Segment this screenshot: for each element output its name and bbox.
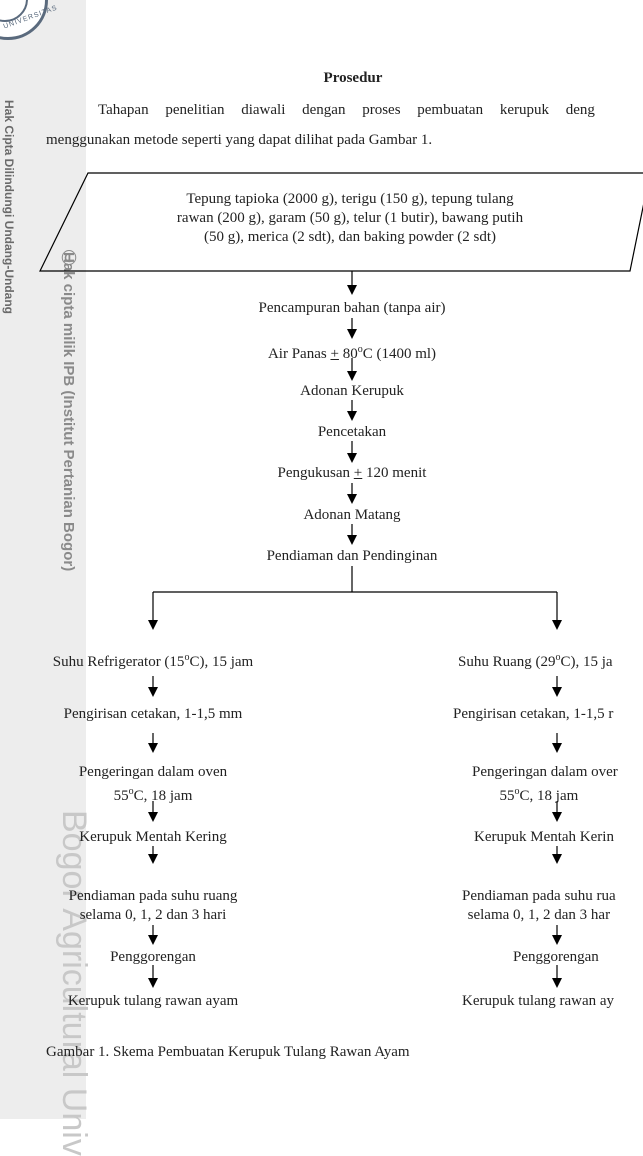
left-product: Kerupuk tulang rawan ayam — [67, 993, 239, 1009]
arrow-molding-steaming — [347, 441, 357, 463]
paragraph-line-2: menggunakan metode seperti yang dapat di… — [46, 132, 433, 148]
ingredients-line-1: Tepung tapioka (2000 g), terigu (150 g),… — [186, 191, 514, 207]
copyright-owner: Hak cipta milik IPB (Institut Pertanian … — [60, 252, 77, 572]
branch-connector — [148, 566, 562, 630]
step-molding: Pencetakan — [317, 424, 387, 440]
arrow-steaming-cooked — [347, 483, 357, 504]
copyright-icon: © — [59, 246, 79, 270]
left-resting: Pendiaman pada suhu ruang selama 0, 1, 2… — [68, 888, 238, 923]
right-slicing: Pengirisan cetakan, 1-1,5 r — [453, 706, 614, 722]
left-arrow-5 — [148, 925, 158, 945]
right-drying: Pengeringan dalam over 55oC, 18 jam — [472, 764, 618, 804]
left-arrow-6 — [148, 965, 158, 988]
watermark-strip — [0, 0, 86, 1119]
right-arrow-3 — [552, 801, 562, 822]
ingredients-line-3: (50 g), merica (2 sdt), dan baking powde… — [203, 229, 496, 245]
step-dough: Adonan Kerupuk — [300, 383, 404, 399]
left-arrow-2 — [148, 733, 158, 753]
step-hot-water: Air Panas + 80oC (1400 ml) — [267, 344, 437, 362]
step-mixing: Pencampuran bahan (tanpa air) — [258, 300, 446, 316]
arrow-mixing-water — [347, 318, 357, 339]
university-watermark: Bogor Agricultural Univ — [55, 810, 93, 1156]
right-resting: Pendiaman pada suhu rua selama 0, 1, 2 d… — [462, 888, 616, 923]
right-arrow-5 — [552, 925, 562, 945]
copyright-notice: Hak Cipta Dilindungi Undang-Undang — [2, 100, 16, 314]
left-storage: Suhu Refrigerator (15oC), 15 jam — [52, 652, 254, 670]
right-arrow-6 — [552, 965, 562, 988]
right-arrow-1 — [552, 676, 562, 697]
ingredients-box — [39, 172, 643, 272]
left-arrow-1 — [148, 676, 158, 697]
left-drying: Pengeringan dalam oven 55oC, 18 jam — [78, 764, 228, 804]
left-raw-crackers: Kerupuk Mentah Kering — [79, 829, 227, 845]
arrow-ingredients-mixing — [347, 271, 357, 295]
right-storage: Suhu Ruang (29oC), 15 ja — [458, 652, 613, 670]
arrow-dough-molding — [347, 400, 357, 421]
ingredients-line-2: rawan (200 g), garam (50 g), telur (1 bu… — [176, 210, 524, 226]
left-arrow-3 — [148, 801, 158, 822]
figure-caption: Gambar 1. Skema Pembuatan Kerupuk Tulang… — [46, 1044, 410, 1060]
step-resting-cooling: Pendiaman dan Pendinginan — [266, 548, 438, 564]
flowchart-connectors — [39, 172, 643, 988]
section-title: Prosedur — [323, 70, 383, 86]
arrow-water-dough — [347, 358, 357, 381]
right-arrow-2 — [552, 733, 562, 753]
left-arrow-4 — [148, 846, 158, 864]
step-cooked-dough: Adonan Matang — [303, 507, 401, 523]
step-steaming: Pengukusan + 120 menit — [277, 465, 427, 481]
paragraph-line-1: Tahapan penelitian diawali dengan proses… — [98, 102, 595, 118]
right-frying: Penggorengan — [513, 949, 599, 965]
ingredients-text: Tepung tapioka (2000 g), terigu (150 g),… — [150, 190, 550, 247]
left-slicing: Pengirisan cetakan, 1-1,5 mm — [63, 706, 243, 722]
right-raw-crackers: Kerupuk Mentah Kerin — [474, 829, 614, 845]
left-frying: Penggorengan — [110, 949, 196, 965]
right-product: Kerupuk tulang rawan ay — [462, 993, 615, 1009]
arrow-cooked-rest — [347, 524, 357, 545]
right-arrow-4 — [552, 846, 562, 864]
